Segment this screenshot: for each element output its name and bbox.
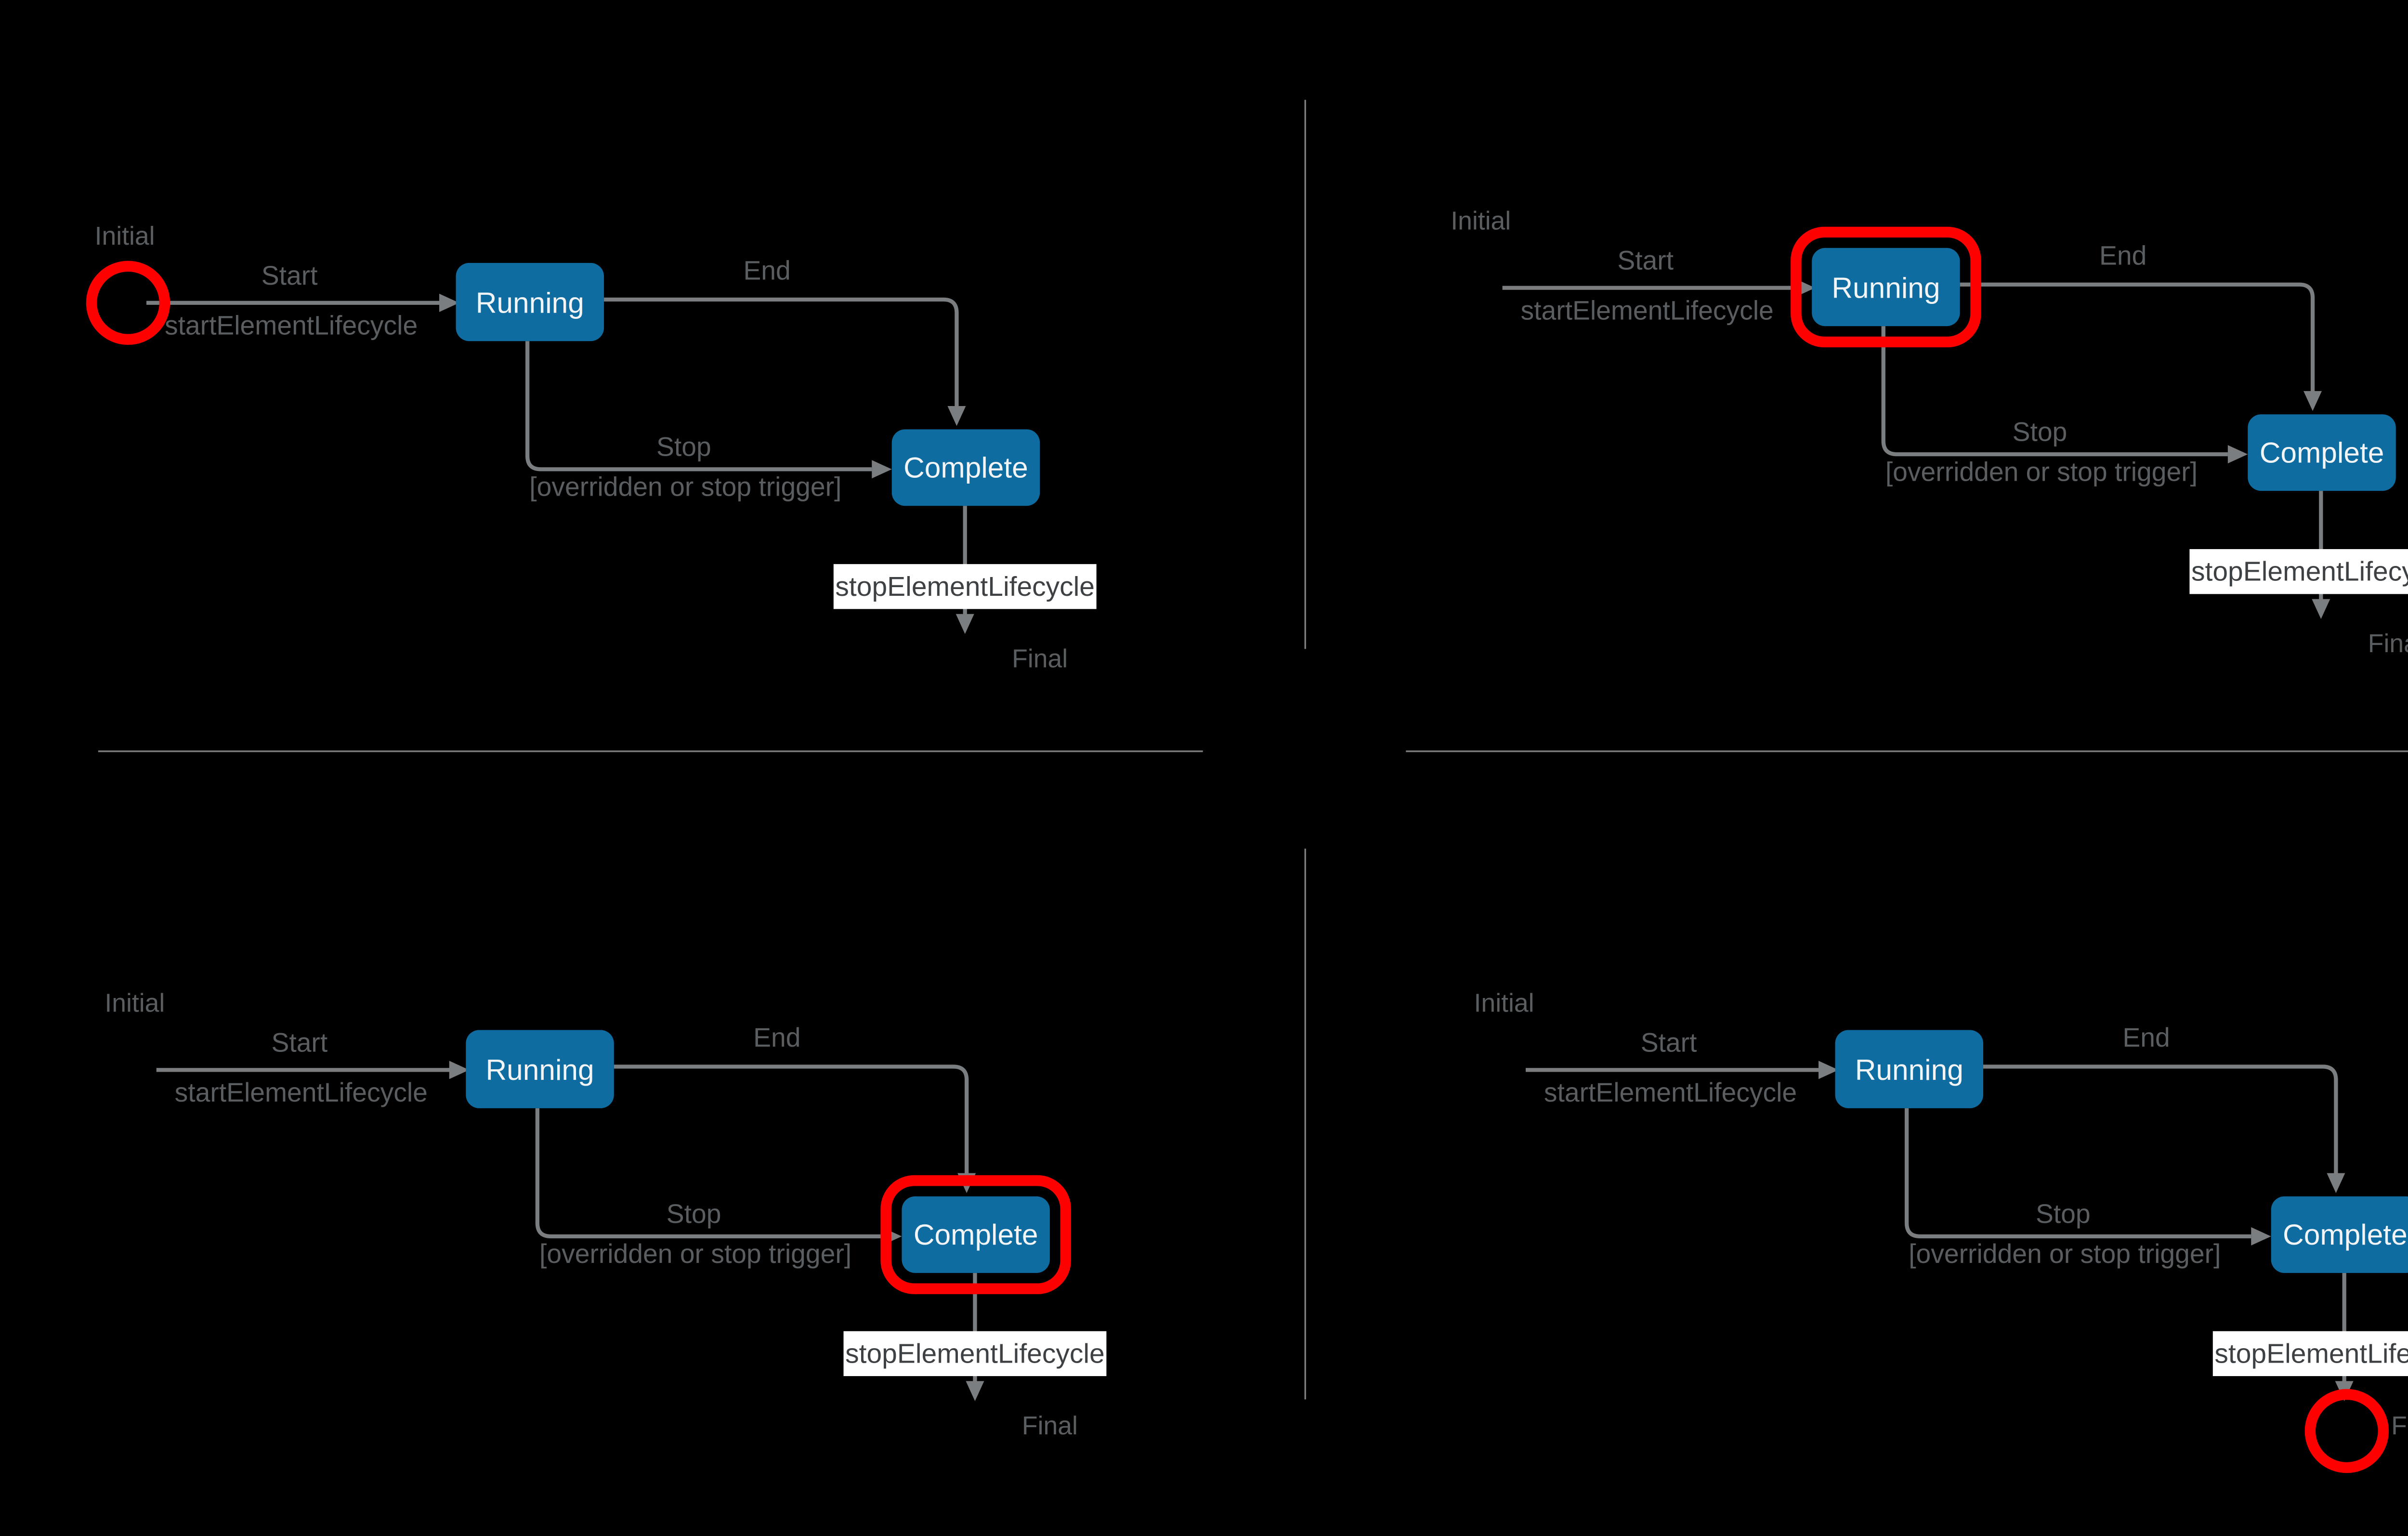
stop-lifecycle-callout-label: stopElementLifecycle bbox=[845, 1338, 1105, 1369]
stop-lifecycle-callout bbox=[843, 1331, 1107, 1377]
initial-state-label: Initial bbox=[105, 989, 165, 1017]
edge-label-stop-guard: [overridden or stop trigger] bbox=[1885, 457, 2198, 486]
edge-label-stop-trigger: Stop bbox=[667, 1199, 721, 1229]
edge-end-line bbox=[614, 1064, 969, 1175]
divider-horizontal-right bbox=[1406, 750, 2408, 753]
state-node-running-label: Running bbox=[476, 286, 584, 319]
edge-label-start-trigger: Start bbox=[271, 1027, 327, 1057]
highlight-ring-initial bbox=[86, 261, 170, 345]
edge-stop-arrowhead bbox=[872, 460, 892, 479]
edge-final-arrowhead bbox=[2312, 599, 2330, 619]
initial-state-label: Initial bbox=[95, 222, 155, 250]
edge-start-arrowhead bbox=[1818, 1061, 1839, 1079]
edge-label-stop-guard: [overridden or stop trigger] bbox=[539, 1239, 851, 1269]
state-node-complete-label: Complete bbox=[2283, 1218, 2408, 1251]
state-node-complete bbox=[2248, 414, 2396, 491]
stop-lifecycle-callout-label: stopElementLifecycle bbox=[2191, 556, 2408, 587]
edge-label-start-action: startElementLifecycle bbox=[175, 1077, 428, 1107]
edge-final-arrowhead bbox=[955, 614, 974, 634]
stop-lifecycle-callout bbox=[833, 564, 1097, 609]
edge-end-line bbox=[604, 297, 959, 408]
highlight-ring-final bbox=[2304, 1389, 2389, 1473]
highlight-ring-running bbox=[1791, 226, 1981, 348]
state-node-running bbox=[1812, 248, 1960, 327]
stop-lifecycle-callout-label: stopElementLifecycle bbox=[2214, 1338, 2408, 1369]
state-node-complete-label: Complete bbox=[2260, 436, 2384, 469]
edge-label-stop-guard: [overridden or stop trigger] bbox=[529, 472, 841, 502]
state-node-complete-label: Complete bbox=[914, 1218, 1038, 1251]
edge-stop-line bbox=[535, 1108, 882, 1238]
edge-end-arrowhead bbox=[2327, 1173, 2345, 1194]
edge-end-arrowhead bbox=[2303, 391, 2322, 411]
edge-stop-arrowhead bbox=[2227, 445, 2248, 464]
edge-label-start-action: startElementLifecycle bbox=[1544, 1077, 1797, 1107]
state-node-complete bbox=[891, 429, 1040, 506]
divider-vertical-bottom bbox=[1304, 848, 1307, 1400]
edge-end-line bbox=[1983, 1064, 2338, 1175]
state-node-running bbox=[466, 1030, 614, 1108]
final-state-label: Final bbox=[2368, 630, 2408, 658]
edge-stop-line bbox=[525, 341, 872, 472]
edge-end-line bbox=[1960, 282, 2315, 393]
state-node-complete-label: Complete bbox=[903, 451, 1028, 484]
edge-label-end-trigger: End bbox=[2122, 1023, 2170, 1052]
final-state-label: Final bbox=[1022, 1412, 1078, 1440]
edge-label-stop-guard: [overridden or stop trigger] bbox=[1909, 1239, 2221, 1269]
state-node-running-label: Running bbox=[485, 1053, 594, 1086]
stop-lifecycle-callout bbox=[2212, 1331, 2408, 1377]
edge-label-end-trigger: End bbox=[2099, 240, 2146, 270]
edge-stop-line bbox=[1881, 326, 2228, 457]
edge-start-arrowhead bbox=[439, 293, 459, 312]
state-node-running-label: Running bbox=[1832, 271, 1940, 304]
lifecycle-diagram-panel-complete: Initial Start startElementLifecycle End … bbox=[105, 989, 1107, 1440]
initial-state-label: Initial bbox=[1474, 989, 1534, 1017]
edge-label-stop-trigger: Stop bbox=[2013, 417, 2068, 446]
state-node-complete bbox=[2271, 1196, 2408, 1273]
divider-vertical-top bbox=[1304, 100, 1307, 649]
final-state-label: Final bbox=[1012, 644, 1068, 673]
state-node-running bbox=[1835, 1030, 1984, 1108]
edge-stop-arrowhead bbox=[2251, 1227, 2271, 1246]
edge-stop-line bbox=[1904, 1108, 2251, 1238]
edge-final-arrowhead bbox=[966, 1381, 984, 1401]
state-node-running-label: Running bbox=[1855, 1053, 1963, 1086]
divider-horizontal-left bbox=[98, 750, 1203, 753]
lifecycle-diagram-panel-running: Initial Start startElementLifecycle End … bbox=[1451, 207, 2408, 658]
lifecycle-diagram-panel-final: Initial Start startElementLifecycle End … bbox=[1474, 989, 2408, 1473]
edge-label-stop-trigger: Stop bbox=[656, 432, 711, 462]
final-state-label: Final bbox=[2391, 1412, 2408, 1440]
edge-start-arrowhead bbox=[449, 1061, 470, 1079]
initial-state-label: Initial bbox=[1451, 207, 1511, 236]
edge-label-start-action: startElementLifecycle bbox=[1521, 295, 1774, 325]
edge-label-start-trigger: Start bbox=[1641, 1027, 1697, 1057]
state-node-complete bbox=[902, 1196, 1050, 1273]
edge-label-end-trigger: End bbox=[743, 255, 790, 285]
edge-label-end-trigger: End bbox=[753, 1023, 800, 1052]
stop-lifecycle-callout bbox=[2189, 549, 2408, 594]
highlight-ring-complete bbox=[880, 1175, 1071, 1294]
edge-label-start-trigger: Start bbox=[1617, 246, 1674, 276]
edge-label-stop-trigger: Stop bbox=[2036, 1199, 2091, 1229]
stop-lifecycle-callout-label: stopElementLifecycle bbox=[835, 571, 1095, 602]
edge-end-arrowhead bbox=[947, 406, 966, 426]
edge-label-start-trigger: Start bbox=[262, 261, 318, 290]
edge-label-start-action: startElementLifecycle bbox=[165, 310, 418, 340]
state-node-running bbox=[456, 263, 604, 341]
lifecycle-diagram-panel-initial: Initial Start startElementLifecycle End … bbox=[86, 222, 1097, 673]
